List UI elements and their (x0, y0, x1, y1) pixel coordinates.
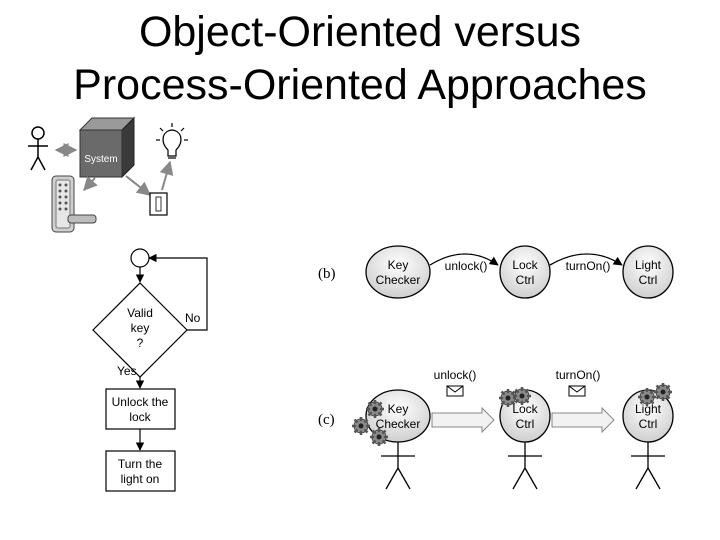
keypad-lock-icon (51, 175, 97, 233)
key-checker-text-2: Checker (376, 417, 421, 431)
yes-label: Yes (117, 364, 137, 378)
lock-ctrl-node (499, 245, 551, 299)
lock-ctrl-text-1: Lock (512, 402, 538, 416)
gear-icon (364, 398, 386, 420)
lightbulb-icon (156, 123, 188, 159)
lock-ctrl-text-2: Ctrl (516, 417, 535, 431)
system-keypad-arrow (83, 175, 98, 192)
start-node (130, 248, 150, 268)
flowchart: Valid key ? No Yes Unlock the lock Turn … (92, 248, 208, 492)
decision-text-1: Valid (127, 306, 153, 320)
lock-ctrl-text-2: Ctrl (516, 273, 535, 287)
unlock-message-arrow (431, 406, 495, 434)
light-step-text-2: light on (121, 472, 160, 486)
fig-b-label: (b) (318, 266, 336, 282)
no-loop-arrow (148, 253, 208, 331)
light-ctrl-text-1: Light (635, 402, 662, 416)
person-icon (28, 126, 48, 171)
fig-c-label: (c) (318, 412, 335, 428)
turnon-message-arrow (549, 253, 623, 266)
lock-ctrl-text-1: Lock (512, 258, 538, 272)
decision-text-2: key (131, 321, 150, 335)
system-switch-arrow (125, 175, 152, 196)
system-box-icon (78, 116, 136, 179)
light-ctrl-stick-figure (631, 442, 665, 490)
gear-icon (652, 381, 674, 403)
key-checker-text-1: Key (388, 258, 409, 272)
unlock-message-arrow (429, 253, 499, 266)
envelope-icon (568, 385, 586, 397)
slide-title: Object-Oriented versus Process-Oriented … (0, 6, 720, 112)
title-line-1: Object-Oriented versus (138, 8, 582, 56)
key-checker-node (365, 245, 431, 299)
turnon-message-arrow (551, 406, 615, 434)
turnon-message: turnOn() (566, 259, 611, 273)
figure-a: System (28, 116, 188, 233)
key-checker-text-1: Key (388, 402, 409, 416)
gear-icon (350, 415, 372, 437)
unlock-step-text-1: Unlock the (112, 395, 169, 409)
key-checker-text-2: Checker (376, 273, 421, 287)
light-ctrl-text-1: Light (635, 258, 662, 272)
figure-c: (c) Key Checker unlock() Lock Ctrl (318, 368, 674, 490)
turnon-message: turnOn() (556, 368, 601, 382)
light-ctrl-text-2: Ctrl (639, 273, 658, 287)
light-step-text-1: Turn the (118, 457, 163, 471)
light-ctrl-text-2: Ctrl (639, 417, 658, 431)
title-line-2: Process-Oriented Approaches (73, 61, 647, 109)
light-step-box (105, 450, 176, 492)
key-checker-stick-figure (381, 442, 415, 490)
unlock-message: unlock() (445, 259, 488, 273)
unlock-step-text-2: lock (129, 410, 151, 424)
light-switch-icon (149, 192, 168, 216)
decision-text-3: ? (137, 336, 144, 350)
system-label: System (84, 154, 117, 165)
light-ctrl-node (622, 245, 674, 299)
lock-ctrl-stick-figure (508, 442, 542, 490)
unlock-message: unlock() (434, 368, 477, 382)
no-label: No (185, 311, 201, 325)
switch-bulb-arrow (159, 160, 174, 191)
figure-b: (b) Key Checker unlock() Lock Ctrl turnO… (318, 245, 674, 299)
unlock-step-box (105, 388, 176, 430)
envelope-icon (446, 385, 464, 397)
